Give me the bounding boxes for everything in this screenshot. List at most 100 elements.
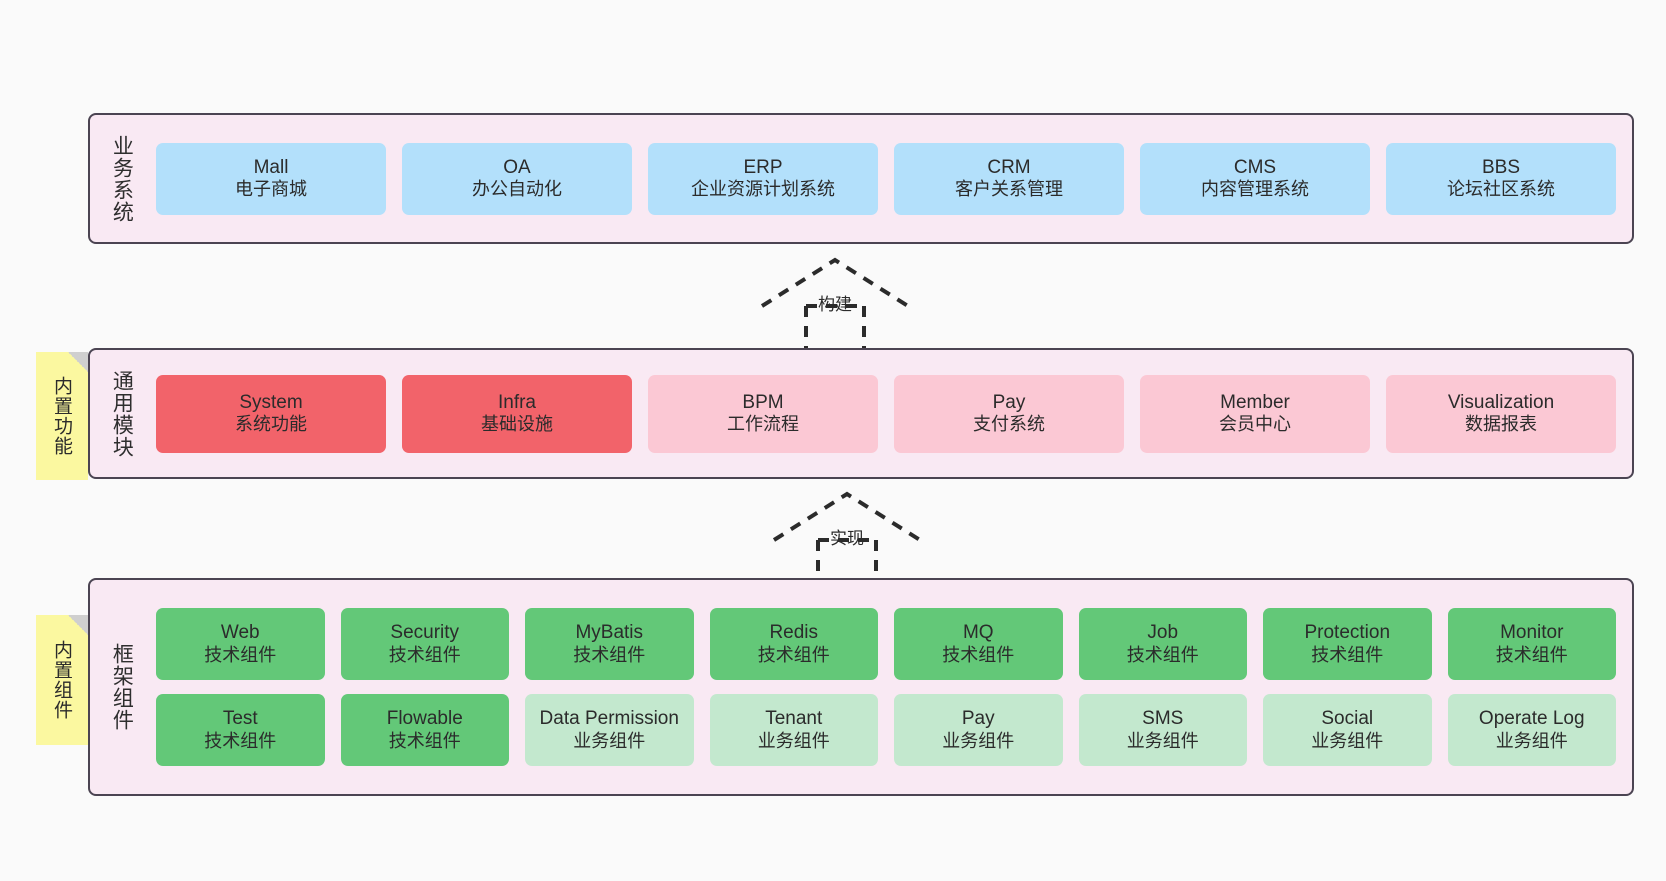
node-subtitle: 业务组件 (1126, 730, 1199, 751)
node-title: MyBatis (575, 622, 644, 644)
node-subtitle: 技术组件 (204, 730, 277, 751)
node-title: Pay (992, 391, 1026, 413)
node-data-permission[interactable]: Data Permission 业务组件 (525, 694, 694, 766)
node-subtitle: 业务组件 (1311, 730, 1384, 751)
node-title: Job (1147, 622, 1179, 644)
node-title: BBS (1481, 156, 1521, 178)
node-operate-log[interactable]: Operate Log 业务组件 (1447, 694, 1616, 766)
node-mybatis[interactable]: MyBatis 技术组件 (525, 608, 694, 680)
node-protection[interactable]: Protection 技术组件 (1263, 608, 1432, 680)
layer-label-framework-component: 框架组件 (110, 643, 134, 731)
node-row: System 系统功能 Infra 基础设施 BPM 工作流程 Pay 支付系统… (156, 374, 1616, 453)
node-web[interactable]: Web 技术组件 (156, 608, 325, 680)
node-row: Mall 电子商城 OA 办公自动化 ERP 企业资源计划系统 CRM 客户关系… (156, 142, 1616, 215)
node-title: BPM (742, 391, 784, 413)
node-title: OA (503, 156, 531, 178)
note-text: 内置功能 (50, 376, 72, 456)
node-pay[interactable]: Pay 支付系统 (894, 374, 1124, 453)
node-subtitle: 电子商城 (235, 179, 307, 200)
node-job[interactable]: Job 技术组件 (1078, 608, 1247, 680)
node-subtitle: 会员中心 (1219, 414, 1291, 435)
node-subtitle: 数据报表 (1465, 414, 1537, 435)
node-title: MQ (962, 622, 994, 644)
node-subtitle: 支付系统 (973, 414, 1045, 435)
node-row: Test 技术组件 Flowable 技术组件 Data Permission … (156, 694, 1616, 766)
node-title: Test (222, 708, 258, 730)
node-title: Member (1220, 391, 1290, 413)
node-pay-business[interactable]: Pay 业务组件 (894, 694, 1063, 766)
node-member[interactable]: Member 会员中心 (1140, 374, 1370, 453)
node-subtitle: 论坛社区系统 (1447, 179, 1555, 200)
layer-label-common-module: 通用模块 (110, 369, 134, 458)
node-monitor[interactable]: Monitor 技术组件 (1447, 608, 1616, 680)
node-title: SMS (1142, 708, 1184, 730)
node-title: Tenant (765, 708, 823, 730)
node-crm[interactable]: CRM 客户关系管理 (894, 142, 1124, 215)
node-subtitle: 技术组件 (388, 644, 461, 665)
node-subtitle: 业务组件 (757, 730, 830, 751)
node-subtitle: 技术组件 (1126, 644, 1199, 665)
layer-common-module: 通用模块 System 系统功能 Infra 基础设施 BPM 工作流程 Pay… (88, 348, 1634, 479)
layer-business-system: 业务系统 Mall 电子商城 OA 办公自动化 ERP 企业资源计划系统 CRM… (88, 113, 1634, 244)
node-visualization[interactable]: Visualization 数据报表 (1386, 374, 1616, 453)
layer-label-business-system: 业务系统 (110, 134, 134, 223)
note-fold-corner-icon (68, 615, 88, 635)
node-cms[interactable]: CMS 内容管理系统 (1140, 142, 1370, 215)
node-title: Mall (253, 156, 289, 178)
node-subtitle: 技术组件 (757, 644, 830, 665)
node-subtitle: 企业资源计划系统 (691, 179, 835, 200)
node-erp[interactable]: ERP 企业资源计划系统 (648, 142, 878, 215)
layer-body-business-system: Mall 电子商城 OA 办公自动化 ERP 企业资源计划系统 CRM 客户关系… (140, 115, 1632, 242)
node-test[interactable]: Test 技术组件 (156, 694, 325, 766)
node-subtitle: 基础设施 (481, 414, 553, 435)
connector-implement-label: 实现 (830, 529, 864, 548)
node-subtitle: 内容管理系统 (1201, 179, 1309, 200)
node-title: CRM (987, 156, 1031, 178)
layer-body-common-module: System 系统功能 Infra 基础设施 BPM 工作流程 Pay 支付系统… (140, 350, 1632, 477)
node-subtitle: 技术组件 (573, 644, 646, 665)
node-title: Redis (769, 622, 819, 644)
node-row: Web 技术组件 Security 技术组件 MyBatis 技术组件 Redi… (156, 608, 1616, 680)
node-subtitle: 技术组件 (1311, 644, 1384, 665)
node-title: Operate Log (1478, 708, 1585, 730)
node-mq[interactable]: MQ 技术组件 (894, 608, 1063, 680)
node-title: ERP (743, 156, 783, 178)
node-title: CMS (1233, 156, 1277, 178)
node-title: Protection (1304, 622, 1391, 644)
node-flowable[interactable]: Flowable 技术组件 (340, 694, 509, 766)
node-tenant[interactable]: Tenant 业务组件 (709, 694, 878, 766)
node-redis[interactable]: Redis 技术组件 (709, 608, 878, 680)
node-subtitle: 办公自动化 (472, 179, 562, 200)
node-title: Visualization (1447, 391, 1555, 413)
note-fold-corner-icon (68, 352, 88, 372)
node-subtitle: 技术组件 (1495, 644, 1568, 665)
node-subtitle: 业务组件 (942, 730, 1015, 751)
node-mall[interactable]: Mall 电子商城 (156, 142, 386, 215)
node-bbs[interactable]: BBS 论坛社区系统 (1386, 142, 1616, 215)
note-builtin-function: 内置功能 (36, 352, 88, 480)
node-security[interactable]: Security 技术组件 (340, 608, 509, 680)
node-title: Security (390, 622, 460, 644)
note-text: 内置组件 (50, 640, 72, 720)
node-title: Social (1321, 708, 1374, 730)
node-infra[interactable]: Infra 基础设施 (402, 374, 632, 453)
node-title: Monitor (1500, 622, 1564, 644)
node-subtitle: 工作流程 (727, 414, 799, 435)
node-title: Infra (497, 391, 537, 413)
layer-body-framework-component: Web 技术组件 Security 技术组件 MyBatis 技术组件 Redi… (140, 580, 1632, 794)
node-subtitle: 技术组件 (388, 730, 461, 751)
node-sms[interactable]: SMS 业务组件 (1078, 694, 1247, 766)
node-subtitle: 系统功能 (235, 414, 307, 435)
node-subtitle: 客户关系管理 (955, 179, 1063, 200)
node-social[interactable]: Social 业务组件 (1263, 694, 1432, 766)
note-builtin-component: 内置组件 (36, 615, 88, 745)
node-bpm[interactable]: BPM 工作流程 (648, 374, 878, 453)
node-title: Web (220, 622, 260, 644)
node-oa[interactable]: OA 办公自动化 (402, 142, 632, 215)
node-system[interactable]: System 系统功能 (156, 374, 386, 453)
node-subtitle: 业务组件 (573, 730, 646, 751)
node-title: Pay (961, 708, 995, 730)
connector-build-label: 构建 (818, 295, 852, 314)
node-title: System (239, 391, 303, 413)
